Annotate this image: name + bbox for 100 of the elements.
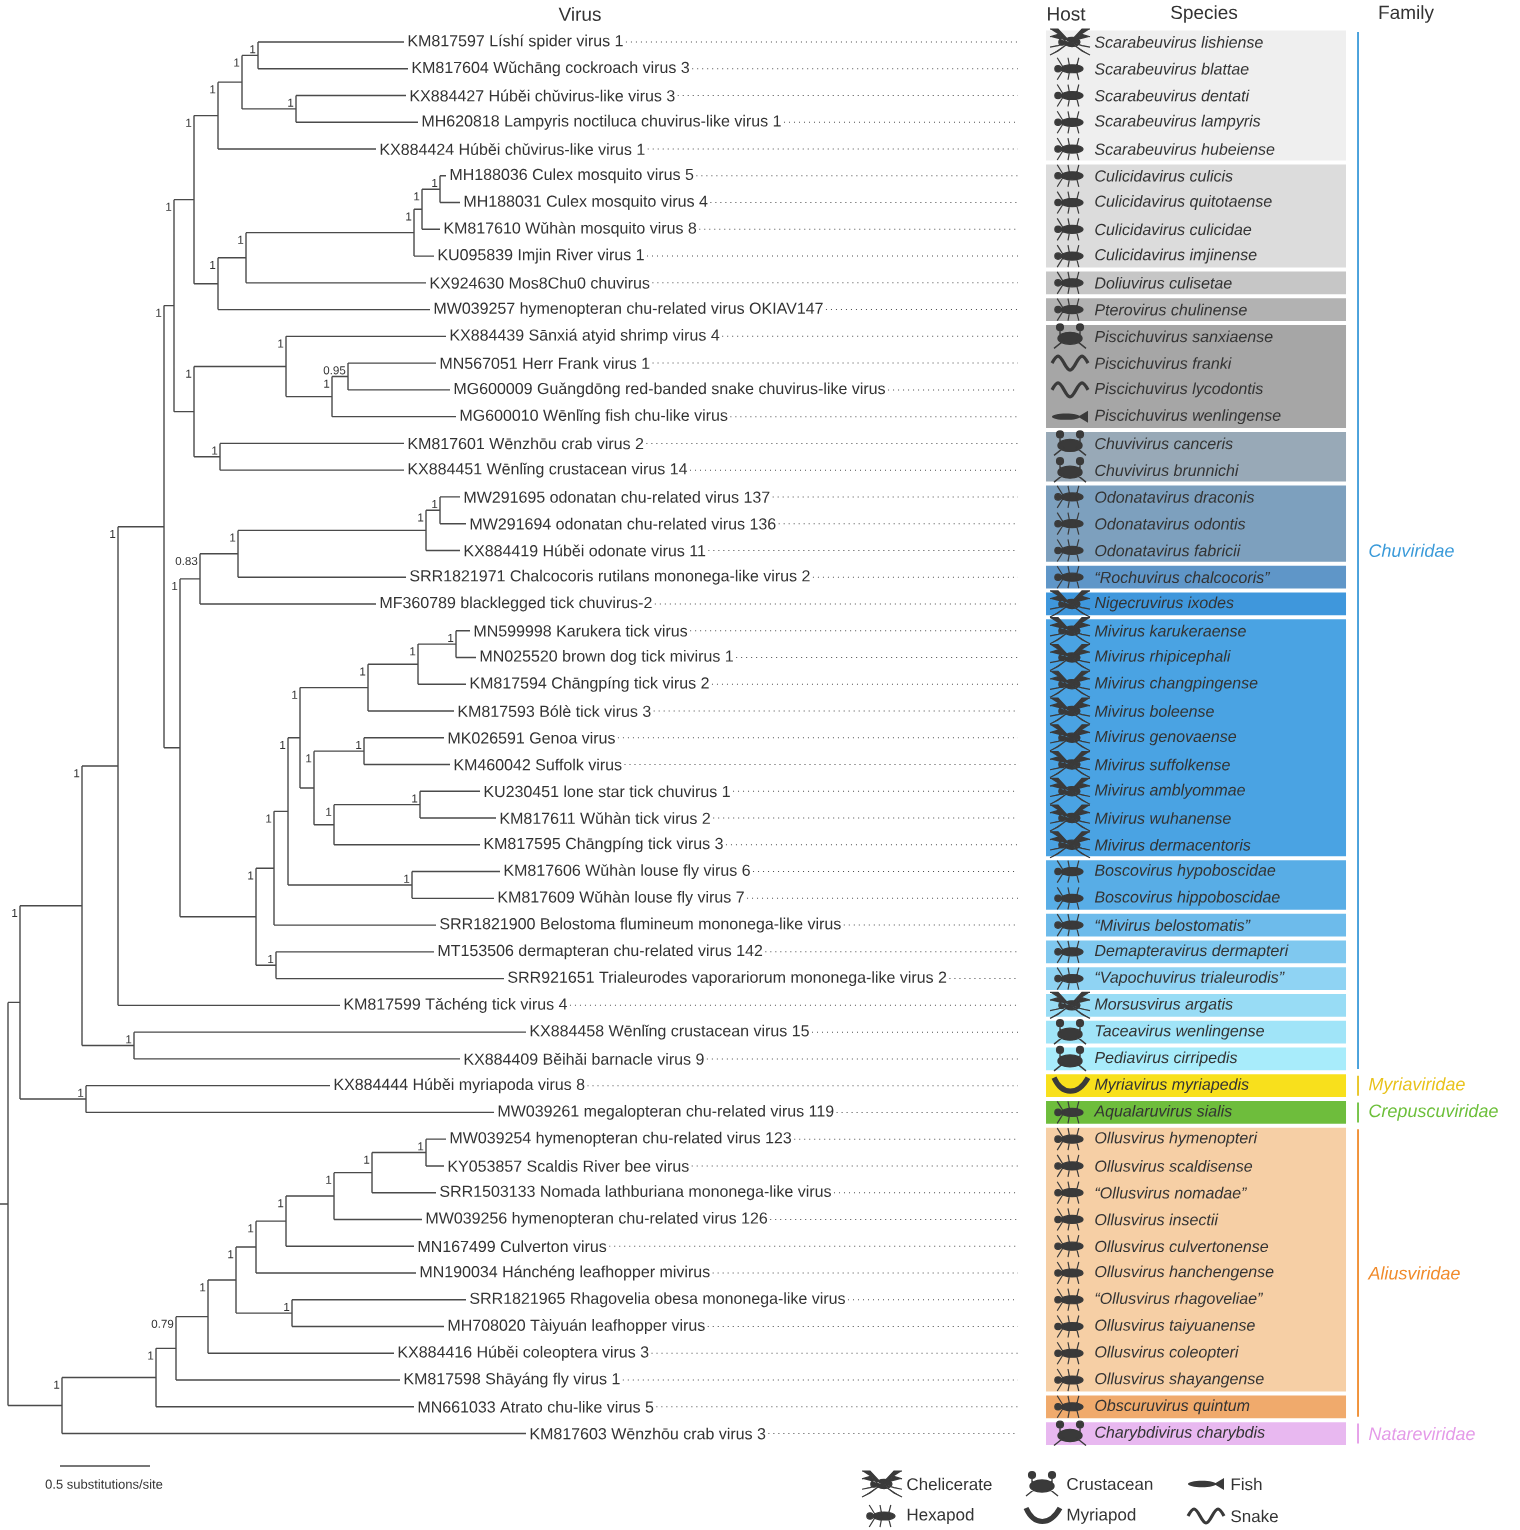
legend-label: Chelicerate [907,1477,992,1491]
virus-name: SRR921651 Trialeurodes vaporariorum mononega-like virus 2 [508,971,947,987]
virus-name: KX884439 Sānxiá atyid shrimp virus 4 [450,328,720,344]
family-name: Chuviridae [1369,543,1454,558]
species-name: Scarabeuvirus blattae [1094,62,1249,75]
species-name: Charybdivirus charybdis [1095,1426,1265,1441]
virus-name: KM817611 Wǔhàn tick virus 2 [500,812,710,824]
family-name: Crepuscuviridae [1369,1104,1498,1121]
species-name: Obscuruvirus quintum [1095,1399,1250,1415]
virus-name: KX884409 Běihǎi barnacle virus 9 [464,1053,704,1065]
virus-name: KX884419 Húběi odonate virus 11 [464,544,706,557]
species-name: Mivirus suffolkense [1094,758,1230,771]
virus-name: MW039256 hymenopteran chu-related virus 126 [426,1212,768,1227]
virus-name: MW039257 hymenopteran chu-related virus OKIAV147 [434,302,823,318]
virus-name: KM817601 Wēnzhōu crab virus 2 [408,437,644,450]
virus-name: KM817593 Bólè tick virus 3 [458,705,651,717]
species-name: Morsusvirus argatis [1094,997,1233,1013]
virus-name: SRR1821900 Belostoma flumineum mononega-like virus [440,917,841,933]
species-name: Odonatavirus odontis [1095,517,1246,530]
virus-name: MN567051 Herr Frank virus 1 [440,357,650,369]
virus-name: MN599998 Karukera tick virus [474,624,688,637]
species-name: Chuvivirus canceris [1095,437,1233,450]
species-name: Culicidavirus culicis [1095,169,1233,182]
species-name: Mivirus wuhanense [1094,812,1231,824]
species-name: Aqualaruvirus sialis [1093,1104,1232,1120]
column-header: Virus [558,7,601,21]
virus-name: KM460042 Suffolk virus [454,758,622,771]
species-name: Nigecruvirus ixodes [1094,596,1234,612]
species-name: Ollusvirus insectii [1095,1213,1219,1226]
family-name: Aliusviridae [1367,1266,1460,1280]
legend-label: Hexapod [907,1508,974,1524]
species-name: Scarabeuvirus lampyris [1094,114,1261,130]
legend-label: Snake [1231,1509,1278,1523]
species-name: Mivirus karukeraense [1094,624,1246,637]
virus-name: KX884424 Húběi chǔvirus-like virus 1 [380,143,645,155]
virus-name: MF360789 blacklegged tick chuvirus-2 [380,596,652,612]
virus-name: MH620818 Lampyris noctiluca chuvirus-like virus 1 [422,114,781,130]
virus-name: KM817609 Wǔhàn louse fly virus 7 [498,890,744,906]
species-name: “Ollusvirus nomadae” [1095,1186,1248,1199]
virus-name: MT153506 dermapteran chu-related virus 142 [438,944,763,960]
species-name: Ollusvirus hymenopteri [1095,1131,1258,1147]
species-name: “Ollusvirus rhagoveliae” [1095,1292,1264,1308]
species-name: Ollusvirus scaldisense [1095,1160,1253,1172]
species-name: Boscovirus hippoboscidae [1094,890,1280,906]
virus-name: MG600009 Guǎngdōng red-banded snake chuvirus-like virus [454,382,885,398]
species-name: Culicidavirus culicidae [1095,223,1252,236]
species-name: Taceavirus wenlingense [1095,1024,1264,1040]
virus-name: KM817594 Chāngpíng tick virus 2 [470,676,709,692]
species-name: Piscichuvirus lycodontis [1094,382,1263,398]
species-name: Doliuvirus culisetae [1094,276,1232,289]
species-name: Demapteravirus dermapteri [1094,944,1289,960]
virus-name: KX884444 Húběi myriapoda virus 8 [334,1078,585,1094]
species-name: Culicidavirus quitotaense [1095,195,1272,210]
species-name: Scarabeuvirus dentati [1094,89,1250,102]
virus-name: MH708020 Tàiyuán leafhopper virus [448,1318,705,1335]
species-name: Piscichuvirus wenlingense [1094,409,1281,425]
species-name: Scarabeuvirus lishiense [1094,36,1263,48]
species-name: Chuvivirus brunnichi [1095,464,1239,477]
species-name: Pediavirus cirripedis [1094,1051,1238,1067]
species-name: Ollusvirus coleopteri [1095,1345,1239,1361]
family-name: Myriaviridae [1369,1077,1465,1095]
species-name: Ollusvirus culvertonense [1095,1240,1269,1253]
species-name: Ollusvirus hanchengense [1095,1265,1274,1281]
species-name: Mivirus dermacentoris [1094,838,1251,851]
virus-name: KY053857 Scaldis River bee virus [448,1160,689,1172]
virus-name: KU230451 lone star tick chuvirus 1 [484,785,730,798]
virus-name: MK026591 Genoa virus [448,731,615,744]
species-name: Boscovirus hypoboscidae [1094,864,1276,880]
species-name: Mivirus rhipicephali [1094,650,1231,665]
virus-name: MW039254 hymenopteran chu-related virus 123 [450,1131,792,1147]
species-name: “Mivirus belostomatis” [1095,919,1251,931]
virus-name: KM817604 Wǔchāng cockroach virus 3 [412,61,689,77]
legend-label: Myriapod [1067,1508,1136,1524]
virus-name: MG600010 Wēnlǐng fish chu-like virus [460,409,728,425]
species-name: Piscichuvirus franki [1094,357,1232,369]
virus-name: KX884458 Wēnlǐng crustacean virus 15 [530,1024,809,1040]
virus-name: MN661033 Atrato chu-like virus 5 [418,1400,654,1413]
virus-name: MW291694 odonatan chu-related virus 136 [470,517,776,530]
virus-name: KX884451 Wēnlǐng crustacean virus 14 [408,462,688,478]
virus-name: MH188031 Culex mosquito virus 4 [464,195,708,210]
species-name: Pterovirus chulinense [1094,303,1247,316]
species-name: Mivirus boleense [1094,705,1214,717]
species-name: Myriavirus myriapedis [1094,1078,1249,1094]
species-name: Odonatavirus draconis [1095,491,1255,503]
species-name: Mivirus amblyommae [1094,783,1245,799]
species-name: Odonatavirus fabricii [1095,544,1241,557]
species-name: Ollusvirus taiyuanense [1095,1319,1255,1334]
virus-name: KU095839 Imjin River virus 1 [438,248,644,264]
virus-name: SRR1503133 Nomada lathburiana mononega-like virus [440,1185,831,1201]
virus-name: KM817595 Chāngpíng tick virus 3 [484,837,723,853]
species-name: Mivirus genovaense [1094,730,1237,746]
species-name: Culicidavirus imjinense [1095,248,1257,264]
virus-name: KX884416 Húběi coleoptera virus 3 [398,1345,649,1361]
virus-name: MN167499 Culverton virus [418,1240,607,1253]
virus-name: MW039261 megalopteran chu-related virus 119 [498,1104,834,1120]
species-name: Scarabeuvirus hubeiense [1094,143,1275,155]
virus-name: KX924630 Mos8Chu0 chuvirus [430,276,650,289]
virus-name: MW291695 odonatan chu-related virus 137 [464,491,770,503]
virus-name: MN025520 brown dog tick mivirus 1 [480,650,733,665]
species-name: “Vapochuvirus trialeurodis” [1095,971,1285,987]
